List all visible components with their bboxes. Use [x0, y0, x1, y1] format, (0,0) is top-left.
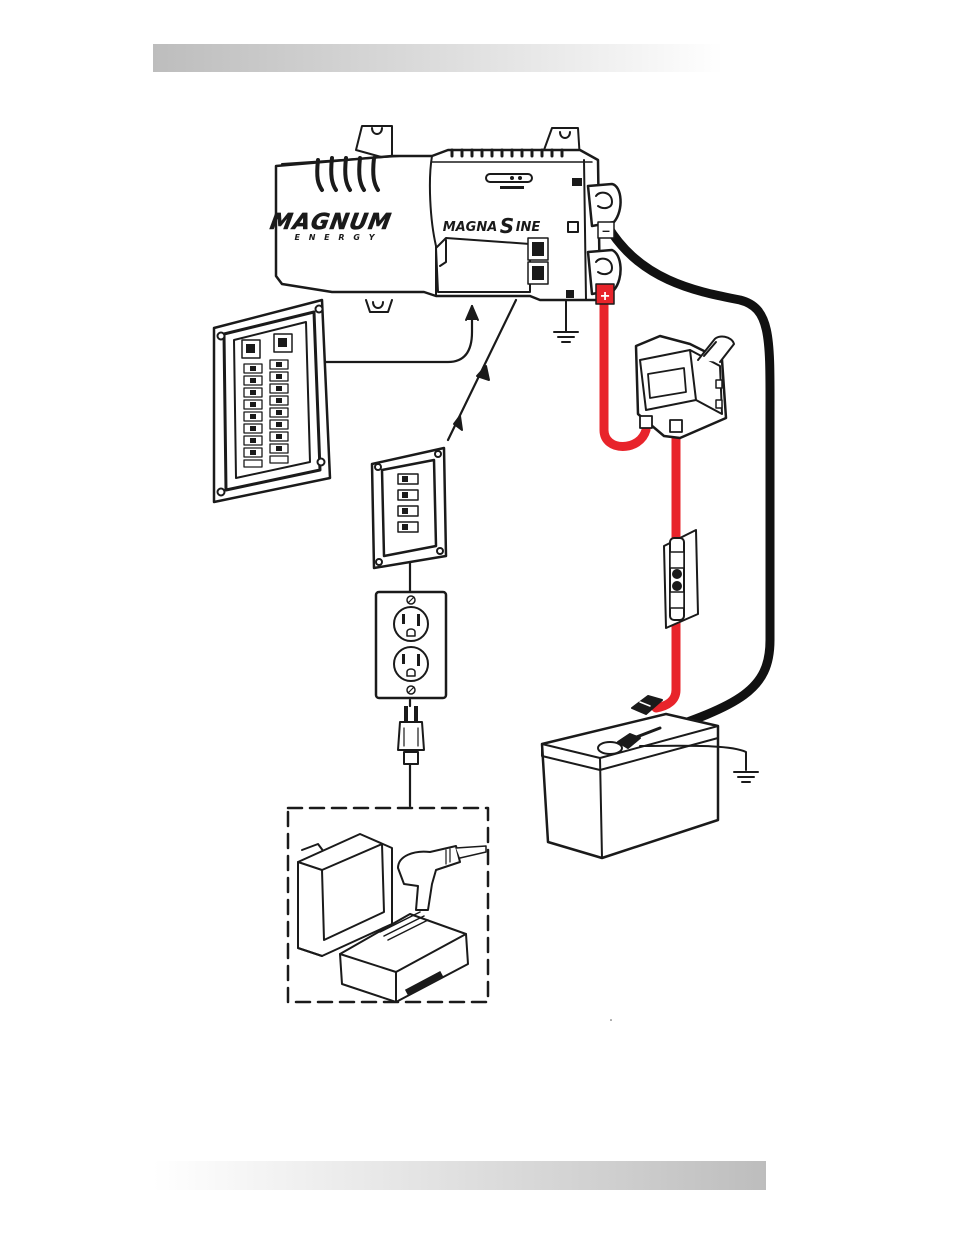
loads-icon [288, 808, 488, 1002]
inverter-neg-symbol: – [602, 222, 610, 238]
dc-disconnect-icon [636, 336, 734, 438]
duplex-outlet-icon [376, 592, 446, 698]
fuse-holder-icon [664, 530, 698, 628]
battery-icon [542, 696, 746, 858]
ground-icon [734, 772, 758, 782]
svg-text:S: S [500, 214, 514, 238]
svg-text:INE: INE [516, 220, 541, 235]
sub-panel-icon [372, 448, 446, 568]
inverter-brand-sub: E N E R G Y [294, 233, 377, 242]
inverter-pos-symbol: + [600, 288, 609, 305]
dot-mark [610, 1019, 612, 1021]
cables [604, 225, 770, 735]
breaker-panel-icon [214, 300, 330, 502]
negative-cable [607, 225, 770, 735]
inverter-brand: MAGNUM [268, 209, 394, 235]
svg-text:MAGNA: MAGNA [443, 220, 498, 235]
plug-icon [398, 706, 424, 764]
ground-icon [554, 300, 578, 342]
